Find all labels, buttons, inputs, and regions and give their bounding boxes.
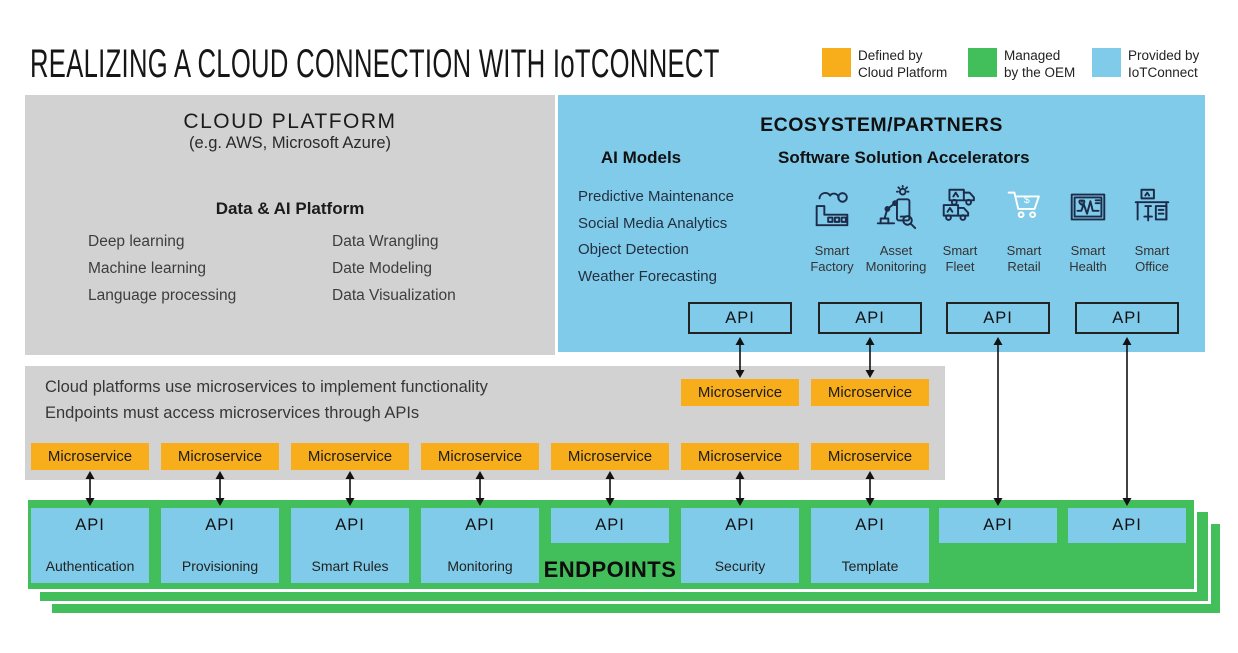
ecosystem-api-box: API [688, 302, 792, 334]
list-item: Predictive Maintenance [578, 188, 734, 205]
connector-arrow [993, 337, 1003, 506]
legend-label: Provided by IoTConnect [1128, 48, 1200, 80]
list-item: Language processing [88, 287, 237, 304]
microservices-note-line2: Endpoints must access microservices thro… [45, 404, 420, 422]
ecosystem-api-box: API [1075, 302, 1179, 334]
endpoint-authentication: API Authentication [31, 508, 149, 583]
microservice-box: Microservice [291, 443, 409, 470]
endpoint-api-box: API [551, 508, 669, 543]
endpoint-api-box: API [1068, 508, 1186, 543]
smart-fleet-icon [942, 188, 975, 221]
list-item: Data Wrangling [332, 233, 439, 250]
list-item: Machine learning [88, 260, 207, 277]
legend-label: Managed by the OEM [1004, 48, 1076, 80]
cloud-platform-panel [25, 95, 555, 355]
smart-retail-icon: $ [1007, 191, 1040, 219]
microservice-box: Microservice [161, 443, 279, 470]
endpoint-api-box: API [939, 508, 1057, 543]
endpoint-template: API Template [811, 508, 929, 583]
list-item: Weather Forecasting [578, 267, 717, 285]
legend-swatch-cloud-platform [822, 48, 851, 77]
data-ai-platform-title: Data & AI Platform [215, 199, 365, 218]
list-item: Data Visualization [332, 287, 456, 304]
endpoint-monitoring: API Monitoring [421, 508, 539, 583]
microservice-box: Microservice [681, 379, 799, 406]
microservice-box: Microservice [811, 379, 929, 406]
legend-swatch-oem [968, 48, 997, 77]
cloud-platform-subtitle: (e.g. AWS, Microsoft Azure) [188, 134, 392, 152]
accelerators-title: Software Solution Accelerators [778, 148, 1030, 167]
list-item: Social Media Analytics [578, 214, 728, 232]
svg-text:$: $ [1024, 194, 1030, 206]
legend-swatch-iotconnect [1092, 48, 1121, 77]
cloud-platform-title: CLOUD PLATFORM [183, 110, 397, 133]
endpoint-provisioning: API Provisioning [161, 508, 279, 583]
smart-health-icon [1070, 193, 1106, 221]
ai-models-title: AI Models [600, 148, 682, 167]
data-ai-list-right: Data Wrangling Date Modeling Data Visual… [332, 228, 456, 309]
microservice-box: Microservice [551, 443, 669, 470]
endpoint-smart-rules: API Smart Rules [291, 508, 409, 583]
endpoints-title: ENDPOINTS [543, 557, 677, 582]
microservices-note-line1: Cloud platforms use microservices to imp… [45, 378, 488, 396]
ecosystem-api-box: API [818, 302, 922, 334]
connector-arrow [1122, 337, 1132, 506]
page-title: REALIZING A CLOUD CONNECTION WITH IoTCON… [30, 42, 720, 86]
smart-office-icon [1134, 188, 1170, 222]
ecosystem-title: ECOSYSTEM/PARTNERS [760, 114, 1003, 136]
smart-factory-icon [815, 191, 849, 227]
endpoint-security: API Security [681, 508, 799, 583]
data-ai-list-left: Deep learning Machine learning Language … [88, 228, 236, 309]
list-item: Deep learning [88, 233, 185, 250]
list-item: Date Modeling [332, 260, 432, 277]
microservice-box: Microservice [681, 443, 799, 470]
microservice-box: Microservice [31, 443, 149, 470]
microservice-box: Microservice [421, 443, 539, 470]
list-item: Object Detection [578, 241, 689, 258]
microservice-box: Microservice [811, 443, 929, 470]
asset-monitoring-icon [876, 184, 917, 230]
ecosystem-api-box: API [946, 302, 1050, 334]
legend-label: Defined by Cloud Platform [858, 48, 948, 80]
ai-models-list: Predictive Maintenance Social Media Anal… [578, 184, 734, 290]
